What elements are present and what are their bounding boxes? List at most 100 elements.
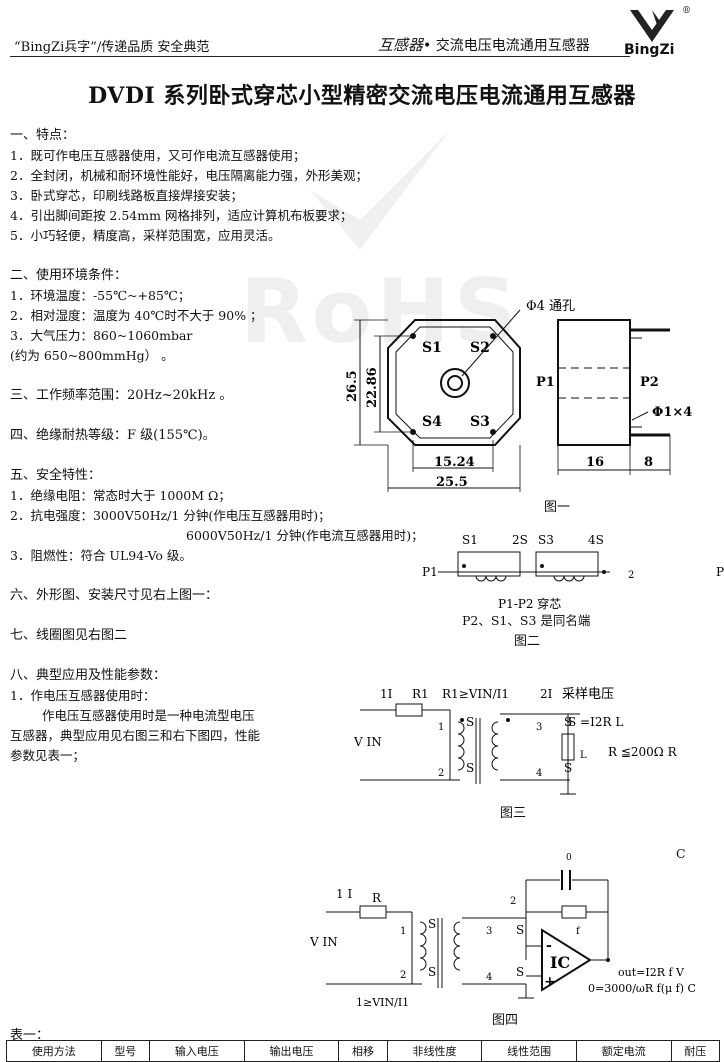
fig2-s4: 4S	[588, 533, 604, 547]
fig4-c-label: C	[676, 846, 686, 861]
figure-3-caption: 图三	[500, 806, 527, 821]
fig2-p1: P1	[422, 565, 438, 579]
fig3-condition: R1≥VIN/I1	[442, 687, 509, 701]
bingzi-logo: ® BingZi	[622, 6, 691, 60]
hole-label: Φ4 通孔	[526, 299, 575, 314]
feature-5: 5．小巧轻便，精度高，采样范围宽，应用灵活。	[10, 228, 281, 243]
fig3-vout: S =I2R L	[568, 715, 623, 729]
insulation-class: 四、绝缘耐热等级：F 级(155℃)。	[10, 428, 216, 443]
figure-4-circuit: 0 f 1 I R V IN 1 2 3 4 2 S S S S - + IC …	[309, 853, 696, 1009]
figure-3-circuit: 1I R1 R1≥VIN/I1 2I 采样电压 V IN 1 2 3 4 S S…	[353, 687, 678, 795]
fig3-n4: 4	[536, 768, 542, 779]
fig4-vin: V IN	[309, 935, 338, 949]
side-p2-label: P2	[640, 375, 659, 390]
features-heading: 一、特点：	[10, 128, 76, 143]
fig3-rl-condition: R ≦200Ω R	[608, 745, 678, 759]
fig4-formula: 0=3000/ωR f(μ f) C	[588, 982, 696, 995]
fig4-ic: IC	[550, 953, 570, 972]
pin-s3-label: S3	[470, 414, 490, 430]
coil-note: 七、线圈图见右图二	[10, 628, 128, 643]
fig2-note-2: P2、S1、S3 是同名端	[462, 613, 591, 628]
header-divider	[10, 56, 630, 57]
freq-range: 三、工作频率范围：20Hz~20kHz 。	[10, 388, 233, 403]
performance-table: 使用方法 型号 输入电压 输出电压 相移 非线性度 线性范围 额定电流 耐压	[6, 1040, 721, 1062]
fig3-i2: 2I	[540, 687, 553, 701]
env-pressure-mmhg: (约为 650~800mmHg） 。	[10, 348, 174, 363]
fig3-n2: 2	[438, 768, 444, 779]
fig2-note-1: P1-P2 穿芯	[498, 596, 561, 611]
pin-s1-label: S1	[422, 340, 442, 356]
dim-width-inner: 15.24	[434, 455, 475, 470]
fig3-vin: V IN	[353, 735, 382, 749]
app-heading: 八、典型应用及性能参数：	[10, 668, 167, 683]
fig3-r1: R1	[412, 687, 429, 701]
figure-4-caption: 图四	[492, 1013, 519, 1028]
pin-s2-label: S2	[470, 340, 490, 356]
fig4-n4: 4	[486, 972, 492, 983]
table-header-cell: 输入电压	[149, 1040, 245, 1062]
table-header-cell: 耐压	[670, 1040, 721, 1062]
app-para-2: 互感器，典型应用见右图三和右下图四，性能	[10, 728, 261, 743]
fig3-n3: 3	[536, 722, 542, 733]
check-watermark-icon	[310, 130, 450, 250]
table-header-cell: 额定电流	[575, 1040, 672, 1062]
fig4-s-a: S	[428, 917, 436, 931]
fig4-plus: +	[544, 974, 556, 990]
fig2-s2: 2S	[512, 533, 528, 547]
feature-1: 1．既可作电压互感器使用，又可作电流互感器使用；	[10, 148, 306, 163]
fig4-s-d: S	[516, 965, 524, 979]
fig4-c0: 0	[566, 853, 572, 863]
category-rest: • 交流电压电流通用互感器	[423, 38, 590, 54]
fig3-i1: 1I	[380, 687, 393, 701]
header-slogan: “BingZi兵字”/传递品质 安全典范	[14, 40, 210, 55]
category-bold: 互感器	[378, 36, 424, 54]
fig4-n5: 2	[510, 896, 516, 907]
fig3-s-a: S	[466, 715, 474, 729]
dim-depth: 16	[586, 455, 604, 470]
outline-note: 六、外形图、安装尺寸见右上图一：	[10, 588, 219, 603]
fig4-rf: f	[576, 926, 581, 937]
fig3-sample-label: 采样电压	[562, 687, 614, 702]
fig2-s3: S3	[538, 533, 554, 547]
table-header-cell: 线性范围	[481, 1040, 577, 1062]
fig3-rl: L	[580, 750, 587, 761]
feature-2: 2．全封闭，机械和耐环境性能好，电压隔离能力强，外形美观；	[10, 168, 368, 183]
dim-width-outer: 25.5	[436, 475, 468, 490]
fig4-r: R	[372, 891, 382, 905]
table-header-cell: 输出电压	[243, 1040, 340, 1062]
pin-diameter-label: Φ1×4	[652, 405, 692, 420]
fig4-i1: 1 I	[336, 887, 352, 901]
app-para-3: 参数见表一；	[10, 748, 86, 763]
app-subheading: 1．作电压互感器使用时：	[10, 688, 156, 703]
figure-1-caption: 图一	[544, 500, 571, 515]
feature-3: 3．卧式穿芯，印刷线路板直接焊接安装；	[10, 188, 243, 203]
safety-withstand-2: 6000V50Hz/1 分钟(作电流互感器用时)；	[186, 528, 424, 543]
safety-resistance: 1．绝缘电阻：常态时大于 1000M Ω；	[10, 488, 231, 503]
fig2-p2: 2	[628, 570, 634, 581]
fig4-condition: 1≥VIN/I1	[356, 996, 409, 1009]
fig3-s-b: S	[466, 761, 474, 775]
rohs-watermark: RoHS	[240, 260, 522, 363]
logo-mark-icon	[630, 10, 674, 42]
figure-1-outline-drawing: S1 S2 S4 S3 26.5 22.86 15.24 25.5 Φ4 通孔 …	[345, 299, 692, 492]
table-header-cell: 非线性度	[386, 1040, 483, 1062]
fig3-n1: 1	[438, 722, 444, 733]
table-header-cell: 使用方法	[6, 1040, 102, 1062]
safety-heading: 五、安全特性：	[10, 468, 102, 483]
safety-withstand-1: 2．抗电强度：3000V50Hz/1 分钟(作电压互感器用时)；	[10, 508, 331, 523]
env-heading: 二、使用环境条件：	[10, 268, 128, 283]
env-humidity: 2．相对湿度：温度为 40℃时不大于 90% ；	[10, 308, 263, 323]
fig2-s1: S1	[462, 533, 478, 547]
app-para-1: 作电压互感器使用时是一种电流型电压	[42, 708, 255, 723]
header-category: 互感器• 交流电压电流通用互感器	[378, 34, 590, 55]
dim-height-inner: 22.86	[365, 367, 380, 408]
figure-2-caption: 图二	[514, 634, 541, 649]
table-label: 表一：	[10, 1028, 50, 1043]
logo-text: BingZi	[624, 42, 675, 58]
table-header-row: 使用方法 型号 输入电压 输出电压 相移 非线性度 线性范围 额定电流 耐压	[6, 1040, 721, 1062]
feature-4: 4．引出脚间距按 2.54mm 网格排列，适应计算机布板要求；	[10, 208, 353, 223]
pin-s4-label: S4	[422, 414, 442, 430]
fig4-s-c: S	[516, 923, 524, 937]
logo-registered: ®	[682, 6, 691, 16]
fig4-n2: 2	[400, 970, 406, 981]
